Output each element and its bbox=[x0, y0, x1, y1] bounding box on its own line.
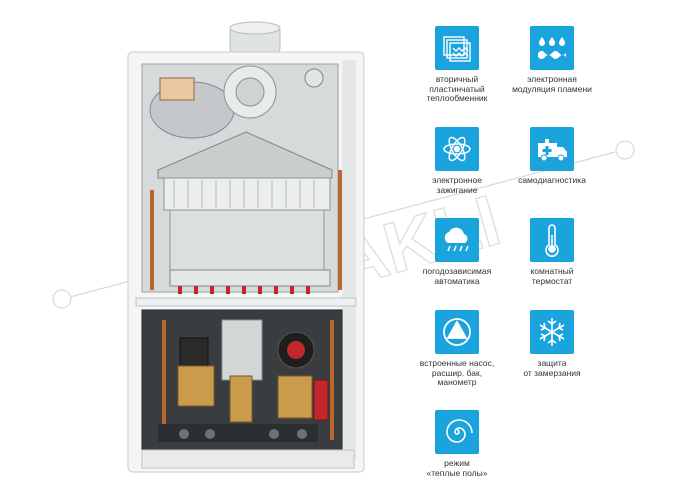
feature-label: погодозависимая автоматика bbox=[422, 266, 492, 286]
feature-label: самодиагностика bbox=[518, 175, 586, 185]
feature-frost-protection: защита от замерзания bbox=[497, 310, 607, 378]
cloud-rain-icon bbox=[435, 218, 479, 262]
feature-self-diagnostics: самодиагностика bbox=[497, 127, 607, 186]
feature-built-in-pump: встроенные насос, расшир. бак, манометр bbox=[402, 310, 512, 388]
feature-flame-modulation: электронная модуляция пламени bbox=[497, 26, 607, 94]
plate-heat-exchanger-icon bbox=[435, 26, 479, 70]
feature-label: электронное зажигание bbox=[432, 175, 482, 195]
feature-room-thermostat: комнатный термостат bbox=[497, 218, 607, 286]
feature-label: вторичный пластинчатый теплообменник bbox=[426, 74, 488, 103]
feature-label: электронная модуляция пламени bbox=[512, 74, 592, 94]
feature-label: защита от замерзания bbox=[523, 358, 581, 378]
thermometer-icon bbox=[530, 218, 574, 262]
water-drops-icon bbox=[530, 26, 574, 70]
ambulance-icon bbox=[530, 127, 574, 171]
atom-icon bbox=[435, 127, 479, 171]
snowflake-icon bbox=[530, 310, 574, 354]
gas-boiler-cutaway-image bbox=[127, 21, 365, 473]
feature-label: режим «теплые полы» bbox=[426, 458, 488, 478]
pump-icon bbox=[435, 310, 479, 354]
feature-floor-heating: режим «теплые полы» bbox=[402, 410, 512, 478]
feature-label: встроенные насос, расшир. бак, манометр bbox=[419, 358, 495, 387]
feature-weather-automation: погодозависимая автоматика bbox=[402, 218, 512, 286]
feature-plate-heat-exchanger: вторичный пластинчатый теплообменник bbox=[402, 26, 512, 104]
feature-label: комнатный термостат bbox=[530, 266, 574, 286]
spiral-icon bbox=[435, 410, 479, 454]
feature-electronic-ignition: электронное зажигание bbox=[402, 127, 512, 195]
